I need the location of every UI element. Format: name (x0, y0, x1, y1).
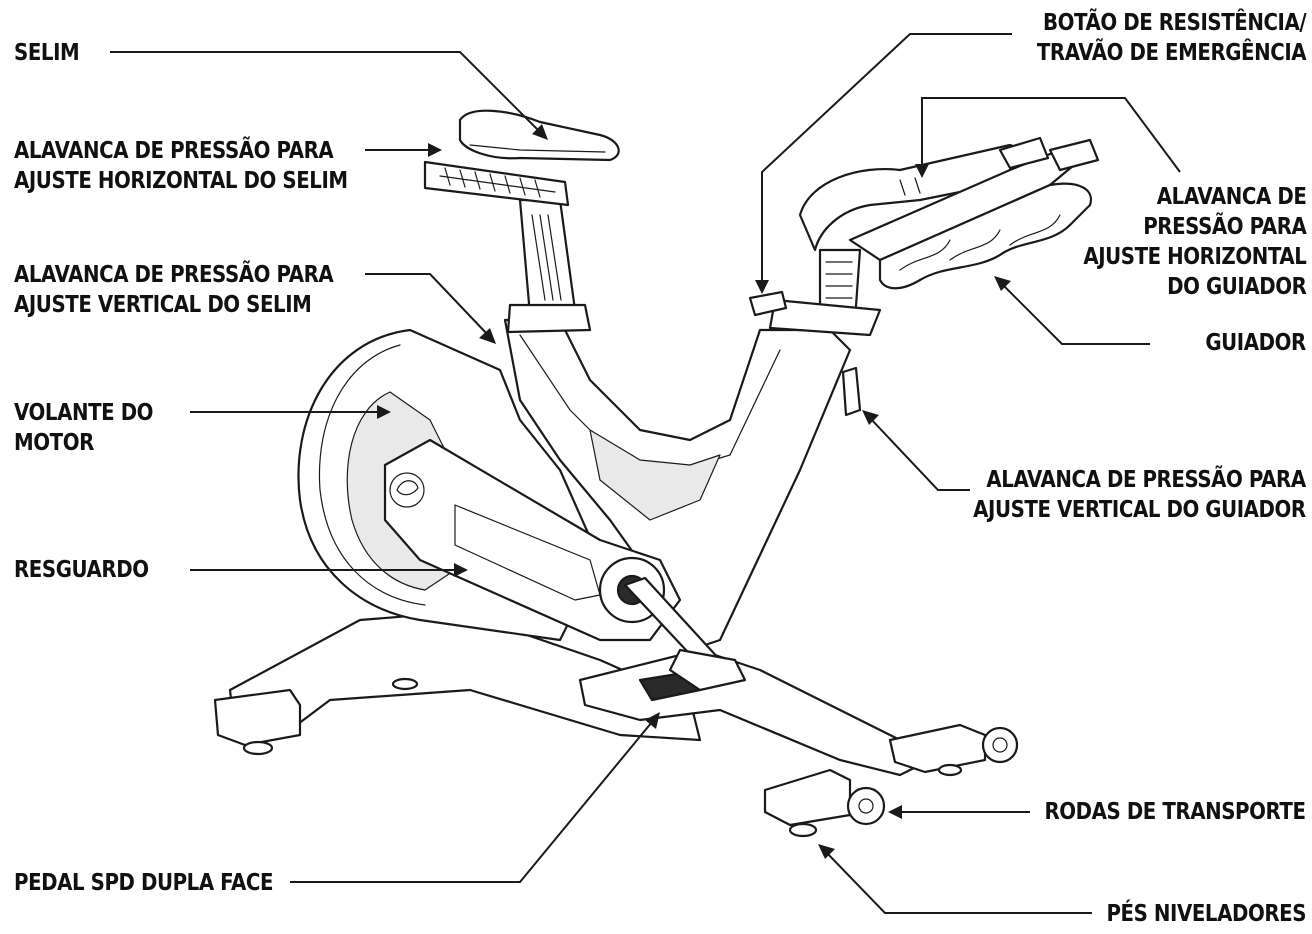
label-guiador: GUIADOR (1205, 330, 1307, 356)
leader-botao (761, 33, 1012, 280)
label-alavanca-horizontal-selim: ALAVANCA DE PRESSÃO PARA AJUSTE HORIZONT… (14, 138, 348, 194)
label-alavanca-vertical-selim: ALAVANCA DE PRESSÃO PARA AJUSTE VERTICAL… (14, 262, 334, 318)
label-volante-motor: VOLANTE DO MOTOR (14, 400, 154, 456)
label-pedal-spd: PEDAL SPD DUPLA FACE (14, 870, 274, 896)
seat-clamp (506, 303, 592, 334)
transport-wheel-2 (981, 726, 1019, 764)
leader-selim (110, 51, 541, 133)
front-leveler-2 (937, 763, 963, 777)
leader-pedal (290, 721, 653, 883)
handlebar-clamp (768, 298, 882, 337)
resistance-knob (748, 290, 788, 317)
front-leveler (788, 822, 818, 838)
vertical-lever (841, 366, 862, 417)
brand-logo (389, 472, 425, 508)
front-foot-right (888, 723, 987, 774)
label-alavanca-vertical-guiador: ALAVANCA DE PRESSÃO PARA AJUSTE VERTICAL… (973, 467, 1306, 523)
leader-guiador (1001, 283, 1150, 345)
leader-alavanca-horizontal-guiador (921, 97, 1181, 173)
transport-wheel-1 (846, 786, 886, 826)
rear-leveler-2 (391, 677, 419, 691)
leader-alavanca-vertical-guiador (869, 417, 970, 491)
label-rodas-transporte: RODAS DE TRANSPORTE (1044, 799, 1306, 825)
label-resguardo: RESGUARDO (14, 557, 149, 583)
label-alavanca-horizontal-guiador: ALAVANCA DE PRESSÃO PARA AJUSTE HORIZONT… (1082, 184, 1307, 300)
label-pes-niveladores: PÉS NIVELADORES (1106, 901, 1306, 927)
rear-foot (213, 688, 302, 747)
label-botao-resistencia: BOTÃO DE RESISTÊNCIA/ TRAVÃO DE EMERGÊNC… (1036, 10, 1307, 66)
label-selim: SELIM (14, 40, 80, 66)
leader-pes (825, 851, 1092, 914)
leader-alavanca-vertical-selim (365, 273, 489, 336)
rear-leveler (242, 740, 274, 756)
